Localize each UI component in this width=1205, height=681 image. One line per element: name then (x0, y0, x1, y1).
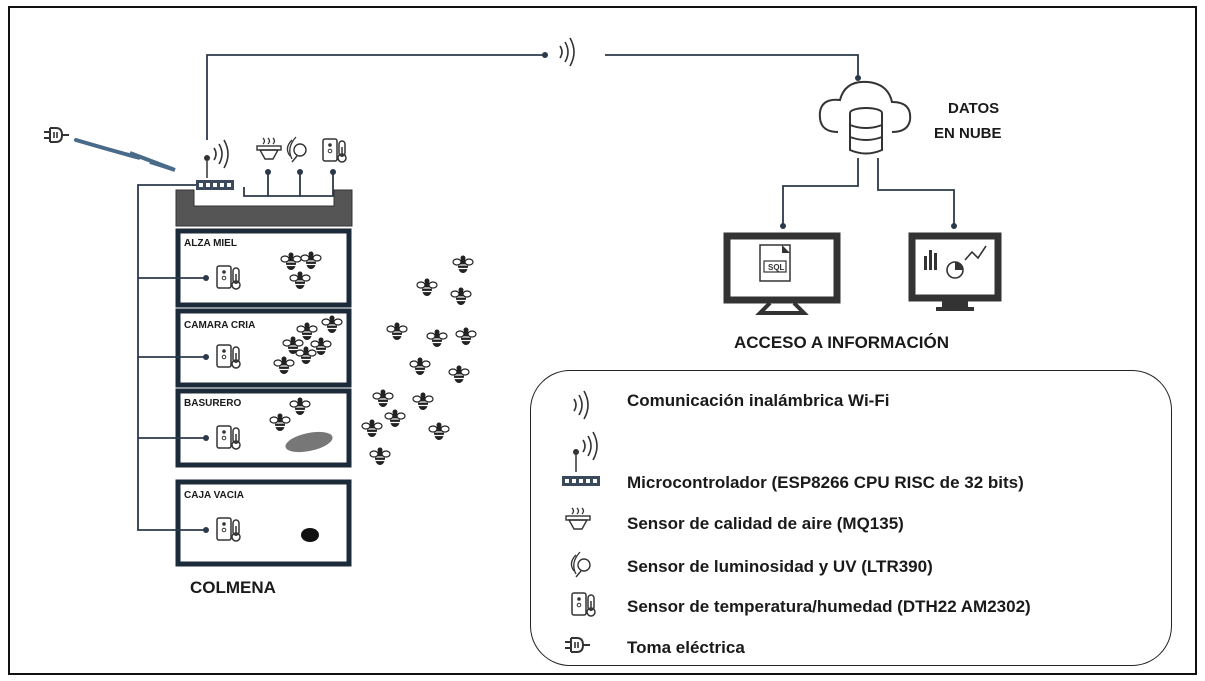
legend-light-sensor-text: Sensor de luminosidad y UV (LTR390) (627, 557, 933, 576)
cloud-label-line2: EN NUBE (934, 125, 1002, 142)
cloud-to-access-lines (780, 158, 957, 229)
box-label-camara-cria: CAMARA CRIA (184, 320, 256, 331)
flying-bees (361, 254, 477, 466)
legend-temp-sensor-text: Sensor de temperatura/humedad (DTH22 AM2… (627, 597, 1031, 616)
legend-air-sensor-text: Sensor de calidad de aire (MQ135) (627, 514, 904, 533)
hive-boxes (175, 228, 352, 567)
diagram-frame (8, 6, 1197, 675)
cloud-database-icon (818, 80, 912, 155)
power-cable (74, 138, 176, 172)
legend-microcontroller-text: Microcontrolador (ESP8266 CPU RISC de 32… (627, 473, 1024, 492)
hive-lid (175, 189, 353, 227)
hive-sensor-wiring (137, 184, 209, 533)
cloud-label-line1: DATOS (948, 100, 1000, 117)
sql-monitor-icon (723, 232, 841, 315)
box-label-alza-miel: ALZA MIEL (184, 238, 237, 249)
power-plug-icon (43, 127, 70, 143)
analytics-monitor-icon (908, 232, 1002, 311)
sql-label: SQL (768, 263, 785, 272)
sensor-connection-lines (243, 169, 336, 197)
air-quality-sensor-icon (256, 137, 282, 160)
temp-humidity-sensor-icon (322, 138, 347, 163)
microcontroller-icon (196, 180, 234, 190)
box-label-basurero: BASURERO (184, 398, 242, 409)
bees-inside (269, 250, 343, 542)
wifi-link-line (206, 37, 861, 140)
legend-microcontroller-icon (562, 431, 600, 486)
legend-plug-text: Toma eléctrica (627, 638, 745, 657)
legend-wifi-text: Comunicación inalámbrica Wi-Fi (627, 391, 890, 410)
hive-wifi-antenna-icon (204, 139, 229, 178)
light-uv-sensor-icon (286, 136, 307, 163)
access-label: ACCESO A INFORMACIÓN (734, 333, 950, 352)
box-label-caja-vacia: CAJA VACIA (184, 490, 245, 501)
hive-label: COLMENA (190, 578, 276, 597)
legend-panel: Comunicación inalámbrica Wi-Fi Microcont… (530, 370, 1172, 666)
